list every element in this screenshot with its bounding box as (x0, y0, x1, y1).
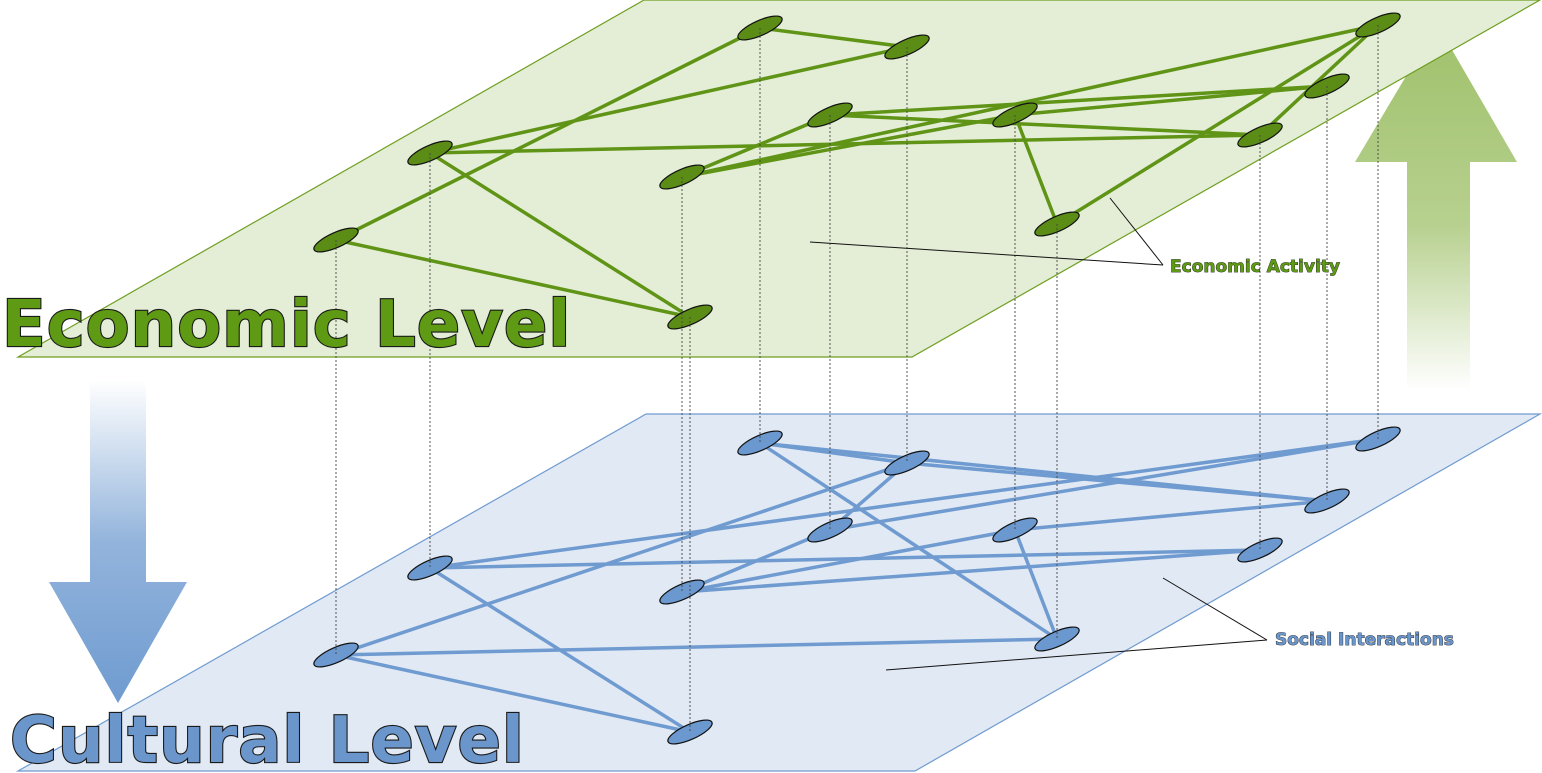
cultural-node-n8 (1034, 626, 1080, 652)
cultural-node-n3 (737, 430, 783, 456)
economic-link-n6-n11 (681, 23, 1379, 179)
up-arrow-icon (1355, 24, 1517, 390)
economic-link-n2-n10 (429, 133, 1261, 155)
cultural-node-n9 (667, 719, 713, 745)
cultural-link-n7-n12 (1014, 499, 1328, 532)
economic-link-n7-n8 (1013, 114, 1059, 225)
cultural-links (335, 437, 1379, 734)
economic-activity-label: Economic Activity (1170, 257, 1340, 277)
economic-link-n1-n9 (335, 238, 691, 319)
cultural-link-n2-n11 (429, 437, 1379, 570)
economic-link-n12-n5 (829, 84, 1328, 117)
cultural-node-n6 (659, 579, 705, 605)
cultural-link-n12-n3 (759, 441, 1328, 503)
cultural-link-n3-n8 (759, 441, 1058, 641)
cultural-node-n2 (407, 555, 453, 581)
cultural-plane (15, 413, 1542, 772)
cultural-node-n12 (1304, 488, 1350, 514)
cultural-node-n7 (992, 517, 1038, 543)
economic-level-title: Economic Level (2, 288, 571, 362)
cultural-node-n4 (884, 450, 930, 476)
projection-lines (335, 25, 1379, 732)
economic-link-n5-n10 (829, 113, 1261, 137)
cultural-node-n1 (313, 642, 359, 668)
social-interactions-leaders (885, 577, 1268, 671)
cultural-link-n5-n11 (829, 437, 1379, 532)
cultural-node-n10 (1237, 537, 1283, 563)
cultural-nodes (313, 426, 1401, 745)
cultural-link-n6-n7 (681, 528, 1016, 594)
economic-link-n10-n11 (1258, 23, 1380, 137)
cultural-link-n1-n9 (335, 653, 691, 734)
economic-activity-leaders (809, 197, 1164, 266)
economic-link-n2-n9 (429, 151, 691, 319)
economic-link-n2-n4 (429, 45, 908, 155)
cultural-link-n1-n8 (335, 637, 1058, 657)
cultural-level-title: Cultural Level (10, 704, 525, 773)
social-interactions-label: Social Interactions (1275, 630, 1454, 650)
cultural-link-n5-n6 (681, 528, 831, 594)
economic-link-n3-n4 (759, 26, 908, 49)
economic-plane (15, 0, 1542, 358)
cultural-link-n2-n10 (429, 548, 1261, 570)
cultural-node-n5 (807, 517, 853, 543)
economic-link-n8-n11 (1056, 23, 1379, 226)
economic-link-n1-n3 (335, 26, 761, 242)
economic-link-n5-n6 (681, 113, 831, 179)
economic-links (335, 23, 1380, 319)
cultural-link-n7-n8 (1013, 529, 1059, 640)
cultural-link-n2-n9 (429, 566, 691, 734)
down-arrow-icon (49, 380, 187, 703)
cultural-link-n6-n10 (681, 548, 1261, 594)
cultural-link-n1-n4 (335, 461, 908, 657)
